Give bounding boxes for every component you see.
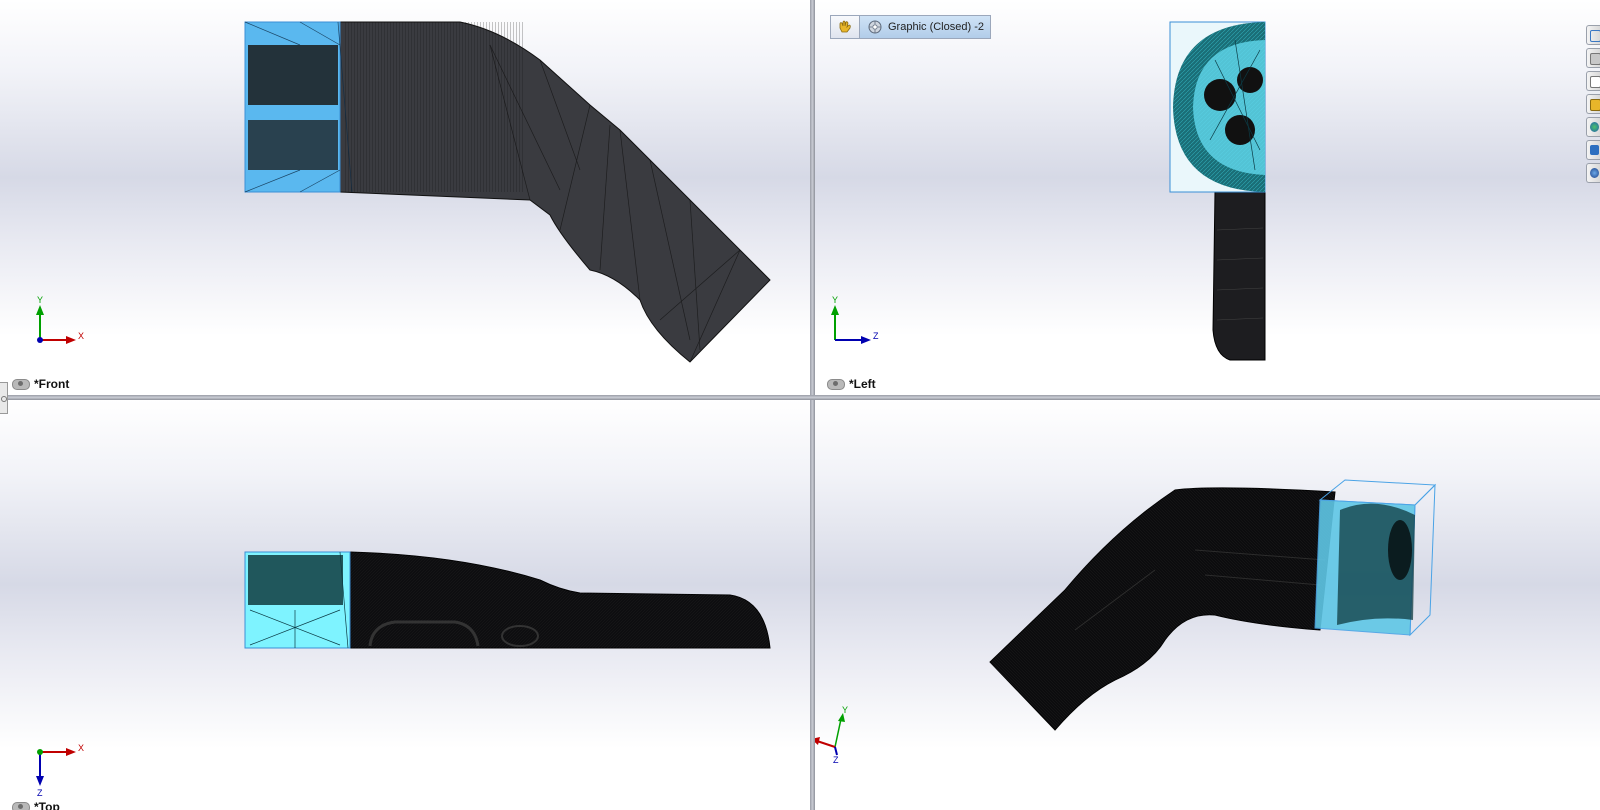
left-triad-z-label: Z [873,331,879,341]
iso-triad-y-label: Y [842,705,848,715]
left-triad-y-label: Y [832,295,838,305]
view-visibility-icon[interactable] [827,378,845,390]
front-view-model[interactable] [0,0,810,395]
left-axis-triad: Y Z [831,295,879,344]
breadcrumb-part-label: Graphic (Closed) -2 [888,21,984,33]
breadcrumb-item-part[interactable]: Graphic (Closed) -2 [860,16,990,38]
task-pane-tabs[interactable] [1586,25,1600,183]
breadcrumb-item-assembly[interactable] [831,16,860,38]
viewport-splitter-vertical[interactable] [810,0,815,810]
isometric-view-model[interactable] [815,400,1600,810]
left-viewport[interactable]: Graphic (Closed) -2 Y Z [815,0,1600,395]
breadcrumb[interactable]: Graphic (Closed) -2 [830,15,991,39]
iso-triad-z-label: Z [833,755,839,765]
top-view-model[interactable] [0,400,810,810]
parts-library-icon[interactable] [1586,48,1600,68]
top-view-name: *Top [34,800,60,810]
top-triad-x-label: X [78,743,84,753]
view-visibility-icon[interactable] [12,378,30,390]
front-triad-y-label: Y [37,295,43,305]
top-view-label[interactable]: *Top [12,800,60,810]
isometric-axis-triad: Y X Z [815,705,848,765]
view-visibility-icon[interactable] [12,801,30,810]
front-triad-x-label: X [78,331,84,341]
left-view-name: *Left [849,377,876,391]
part-icon [868,20,882,34]
forum-icon[interactable] [1586,163,1600,183]
front-view-label[interactable]: *Front [12,377,69,391]
custom-properties-icon[interactable] [1586,140,1600,160]
top-axis-triad: X Z [36,743,84,798]
appearances-icon[interactable] [1586,117,1600,137]
feature-manager-collapse-handle[interactable] [0,382,8,414]
front-axis-triad: Y X [36,295,84,344]
view-palette-icon[interactable] [1586,94,1600,114]
left-view-model[interactable] [815,0,1600,395]
isometric-viewport[interactable]: Y X Z [815,400,1600,810]
left-view-label[interactable]: *Left [827,377,876,391]
viewport-splitter-horizontal[interactable] [0,395,1600,400]
assembly-hand-icon [839,20,851,33]
file-explorer-icon[interactable] [1586,71,1600,91]
front-view-name: *Front [34,377,70,391]
front-viewport[interactable]: Y X *Front [0,0,810,395]
top-viewport[interactable]: X Z *Top [0,400,810,810]
top-triad-z-label: Z [37,788,43,798]
home-icon[interactable] [1586,25,1600,45]
